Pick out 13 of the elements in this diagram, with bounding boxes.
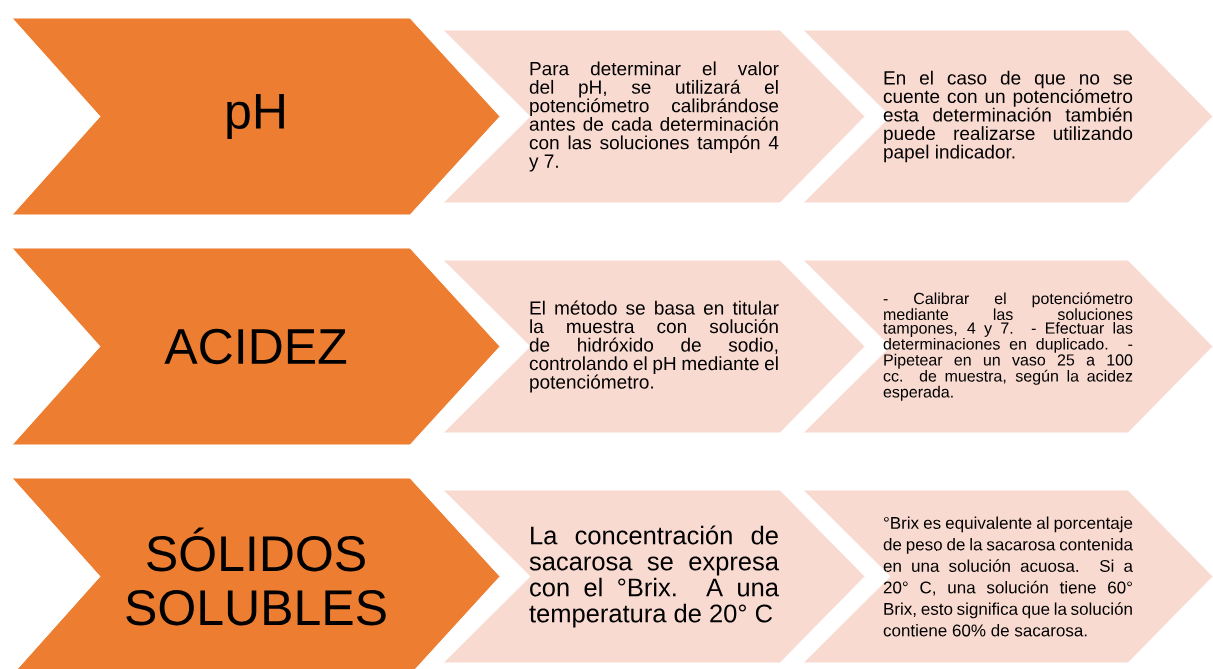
chevron-box: La concentración de sacarosa se expresa con el °Brix. A una temperatura de 20° C	[442, 489, 866, 664]
heading-banner: SÓLIDOS SOLUBLES	[11, 477, 501, 669]
heading-banner: pH	[11, 17, 501, 216]
chevron-box: El método se basa en titular la muestra con solución de hidróxido de sodio, controlando el pH mediante el potenciómetro.	[442, 259, 866, 434]
chevron-box: - Calibrar el potenciómetro mediante las soluciones tampones, 4 y 7. - Efectuar las determinaciones en duplicado. - Pipetear en un vaso 25 a 100 cc. de muestra, según la acidez esperada.	[802, 259, 1213, 434]
node-label: En el caso de que no se cuente con un potenciómetro esta determinación también puede realizarse utilizando papel indicador.	[883, 70, 1133, 163]
heading-banner: ACIDEZ	[11, 247, 501, 446]
chevron-box: En el caso de que no se cuente con un potenciómetro esta determinación también puede realizarse utilizando papel indicador.	[802, 29, 1213, 204]
node-label: La concentración de sacarosa se expresa con el °Brix. A una temperatura de 20° C	[529, 525, 779, 628]
node-label: - Calibrar el potenciómetro mediante las soluciones tampones, 4 y 7. - Efectuar las determinaciones en duplicado. - Pipetear en un vaso 25 a 100 cc. de muestra, según la acidez esperada.	[883, 292, 1133, 401]
node-label: °Brix es equivalente al porcentaje de peso de la sacarosa contenida en una solución acuosa. Si a 20° C, una solución tiene 60° Brix, esto significa que la solución contiene 60% de sacarosa.	[883, 516, 1133, 637]
chevron-box: °Brix es equivalente al porcentaje de peso de la sacarosa contenida en una solución acuosa. Si a 20° C, una solución tiene 60° Brix, esto significa que la solución contiene 60% de sacarosa.	[802, 489, 1213, 664]
chevron-box: Para determinar el valor del pH, se utilizará el potenciómetro calibrándose antes de cada determinación con las soluciones tampón 4 y 7.	[442, 29, 866, 204]
